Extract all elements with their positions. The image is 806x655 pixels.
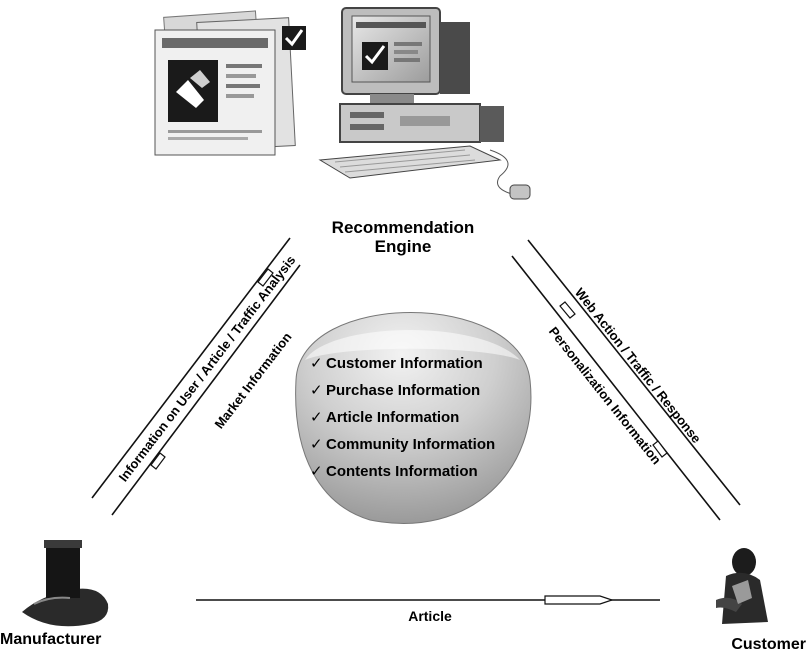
info-item-label: Purchase Information [326, 382, 481, 399]
checkmark-icon: ✓ [310, 409, 323, 426]
flow-label-bottom: Article [408, 608, 452, 624]
engine-label: Recommendation Engine [306, 218, 500, 256]
computer-monitor-icon [318, 7, 531, 200]
web-page-screenshot-icon [154, 10, 306, 156]
info-item-label: Customer Information [326, 355, 483, 372]
factory-icon [22, 540, 109, 627]
engine-label-line-1: Recommendation [331, 218, 475, 237]
info-item: ✓Contents Information [310, 458, 495, 485]
info-item: ✓Customer Information [310, 350, 495, 377]
info-checklist: ✓Customer Information ✓Purchase Informat… [310, 350, 495, 485]
info-item-label: Contents Information [326, 463, 478, 480]
checkmark-icon: ✓ [310, 382, 323, 399]
checkmark-icon: ✓ [310, 463, 323, 480]
right-flow-arrows [511, 239, 741, 521]
bottom-flow-arrow [196, 595, 660, 605]
customer-label: Customer [731, 636, 806, 653]
info-disc [295, 312, 532, 524]
left-flow-arrows [91, 237, 301, 516]
manufacturer-label: Manufacturer [0, 631, 102, 648]
checkmark-icon: ✓ [310, 436, 323, 453]
info-item: ✓Community Information [310, 431, 495, 458]
engine-label-line-2: Engine [374, 237, 432, 257]
person-icon [716, 548, 768, 624]
checkmark-icon: ✓ [310, 355, 323, 372]
info-item: ✓Article Information [310, 404, 495, 431]
info-item-label: Article Information [326, 409, 460, 426]
info-item-label: Community Information [326, 436, 496, 453]
info-item: ✓Purchase Information [310, 377, 495, 404]
